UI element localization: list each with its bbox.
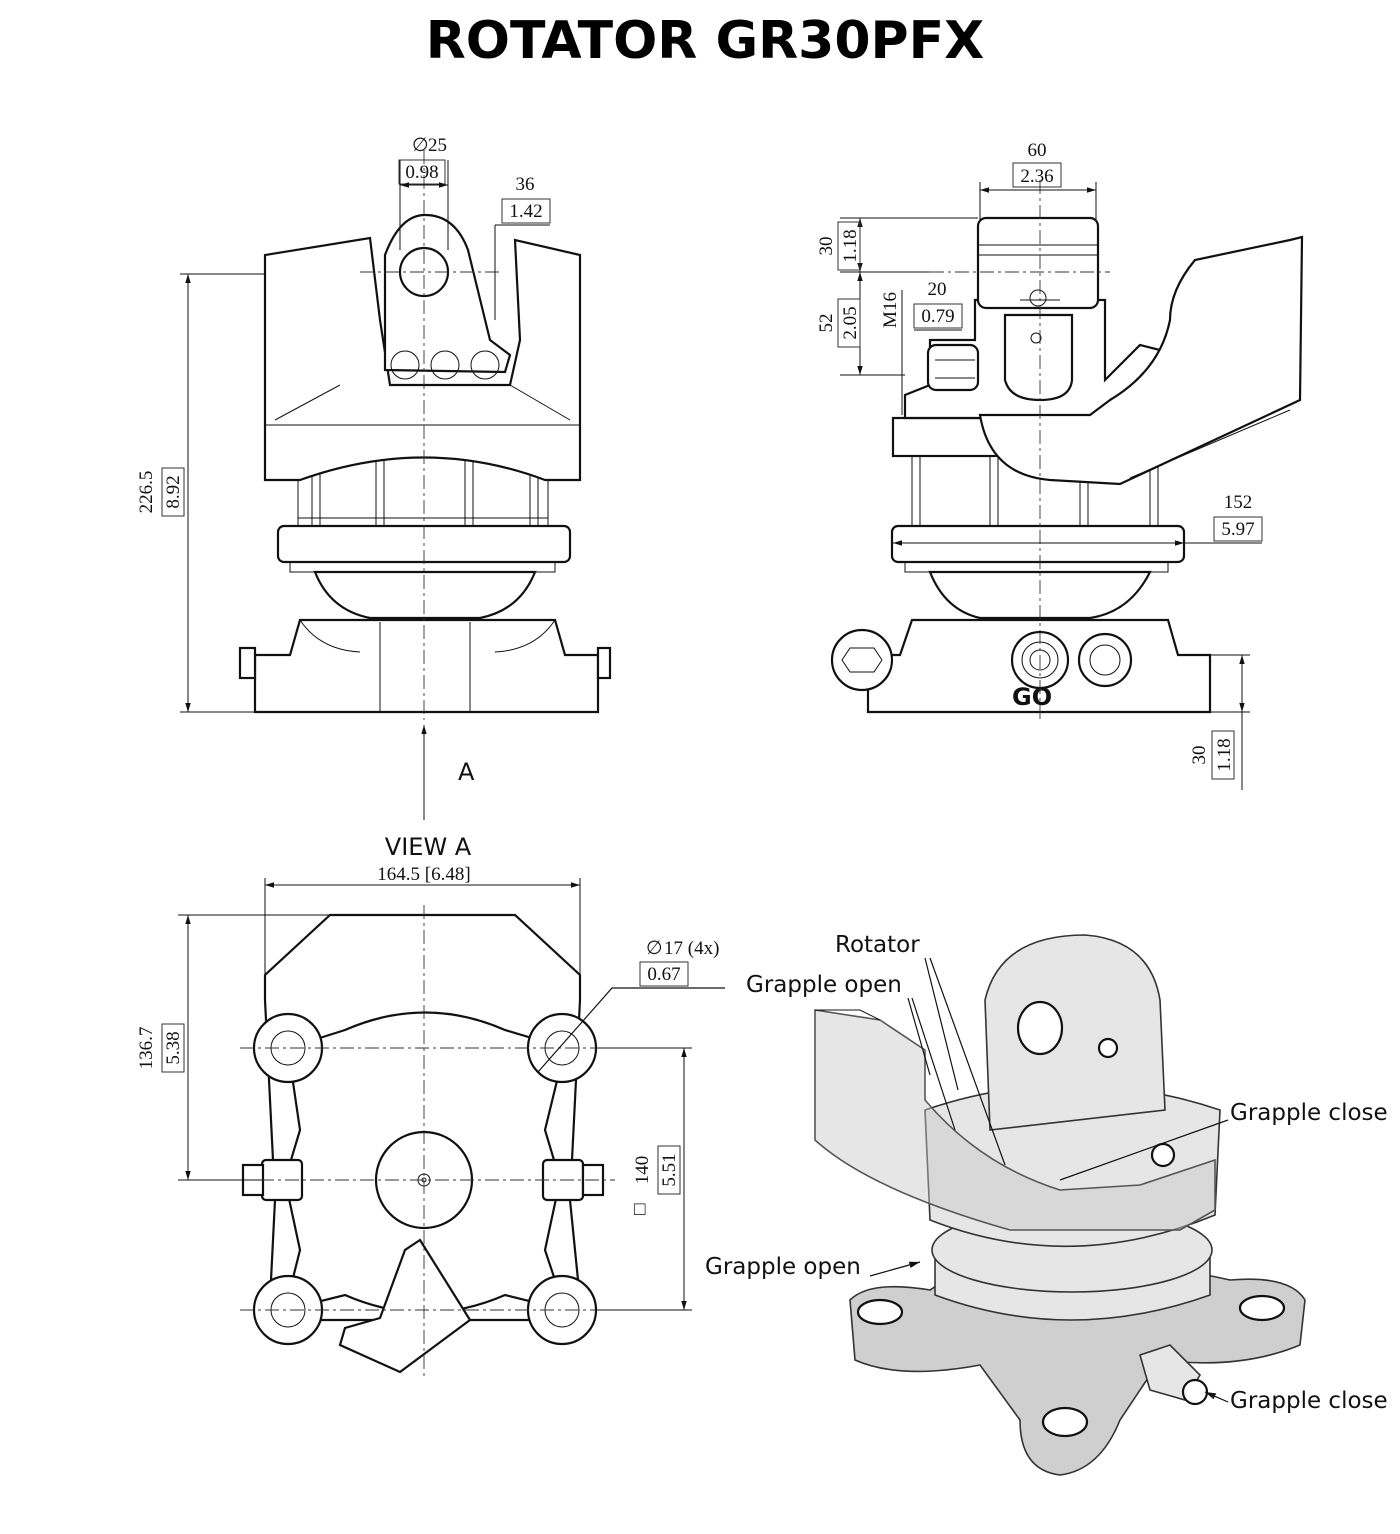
base-height: 30 <box>1189 746 1210 765</box>
side-view-dimensions: 60 2.36 30 1.18 52 2.05 M16 20 0.79 152 … <box>816 140 1263 790</box>
port-offset-in: 2.05 <box>840 306 861 339</box>
overall-width: 164.5 [6.48] <box>377 864 470 885</box>
square-symbol: □ <box>634 1199 646 1220</box>
iso-callouts: Rotator Grapple open Grapple close Grapp… <box>705 932 1388 1414</box>
pin-diameter-in: 0.98 <box>405 162 438 183</box>
callout-grapple-close-bottom: Grapple close <box>1230 1388 1388 1414</box>
port-thread: M16 <box>880 292 901 328</box>
ear-width: 36 <box>516 174 535 195</box>
port-marking: GO <box>1012 683 1052 711</box>
front-view <box>238 150 612 720</box>
side-view: GO <box>830 180 1304 720</box>
height: 226.5 <box>136 471 157 514</box>
top-width: 60 <box>1028 140 1047 161</box>
hole-square-in: 5.51 <box>659 1153 680 1186</box>
port-width-in: 0.79 <box>921 306 954 327</box>
ear-width-in: 1.42 <box>509 201 542 222</box>
hole-diameter-symbol: ∅ <box>646 938 663 959</box>
pin-offset-in: 1.18 <box>840 229 861 262</box>
view-a-heading: VIEW A <box>385 833 472 861</box>
view-a <box>235 905 615 1380</box>
callout-grapple-close-top: Grapple close <box>1230 1100 1388 1126</box>
hole-square: 140 <box>632 1156 653 1185</box>
diameter-symbol: ∅ <box>412 135 429 156</box>
top-width-in: 2.36 <box>1020 166 1053 187</box>
callout-grapple-open-bottom: Grapple open <box>705 1254 861 1280</box>
pin-diameter: 25 <box>428 135 447 156</box>
body-width-in: 5.97 <box>1221 519 1254 540</box>
body-width: 152 <box>1224 492 1253 513</box>
port-offset: 52 <box>816 314 837 333</box>
hole-diameter-in: 0.67 <box>647 964 680 985</box>
depth: 136.7 <box>136 1027 157 1070</box>
depth-in: 5.38 <box>163 1031 184 1064</box>
view-a-dimensions: VIEW A 164.5 [6.48] ∅ 17 (4x) 0.67 136.7… <box>136 833 725 1311</box>
front-view-dimensions: ∅ 25 0.98 36 1.42 226.5 8.92 A <box>136 135 551 820</box>
hole-diameter: 17 (4x) <box>664 938 719 959</box>
view-arrow-label: A <box>458 758 475 786</box>
pin-offset: 30 <box>816 237 837 256</box>
height-in: 8.92 <box>163 475 184 508</box>
iso-view <box>814 934 1306 1476</box>
drawing-title: ROTATOR GR30PFX <box>426 11 985 71</box>
callout-rotator: Rotator <box>835 932 920 958</box>
base-height-in: 1.18 <box>1214 738 1235 771</box>
callout-grapple-open-top: Grapple open <box>746 972 902 998</box>
port-width: 20 <box>928 279 947 300</box>
